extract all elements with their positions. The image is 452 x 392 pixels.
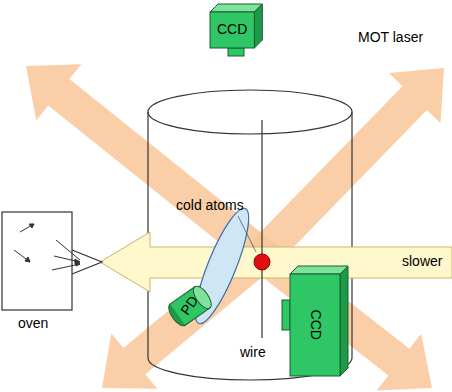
node-text: CCD xyxy=(217,22,247,37)
camera-lens xyxy=(228,48,244,56)
beam-label: MOT laser xyxy=(358,30,423,45)
oven-label: oven xyxy=(18,316,48,331)
oven xyxy=(2,212,102,310)
camera-lens xyxy=(282,300,290,330)
atom-cloud xyxy=(254,254,270,270)
wire-label: wire xyxy=(240,345,266,360)
node-text: CCD xyxy=(307,310,322,340)
ccd-camera: CCD xyxy=(290,266,348,376)
mot-beams xyxy=(26,64,444,390)
vacuum-chamber xyxy=(148,90,352,380)
wire-line xyxy=(261,120,262,338)
node-text: PD xyxy=(178,294,202,319)
beam-label: slower xyxy=(402,254,442,269)
atoms-label: cold atoms xyxy=(176,198,244,213)
ccd-camera: CCD xyxy=(210,4,262,48)
leader-line xyxy=(238,216,256,252)
slower-beam xyxy=(100,232,452,292)
photodiode: PD xyxy=(166,284,214,328)
